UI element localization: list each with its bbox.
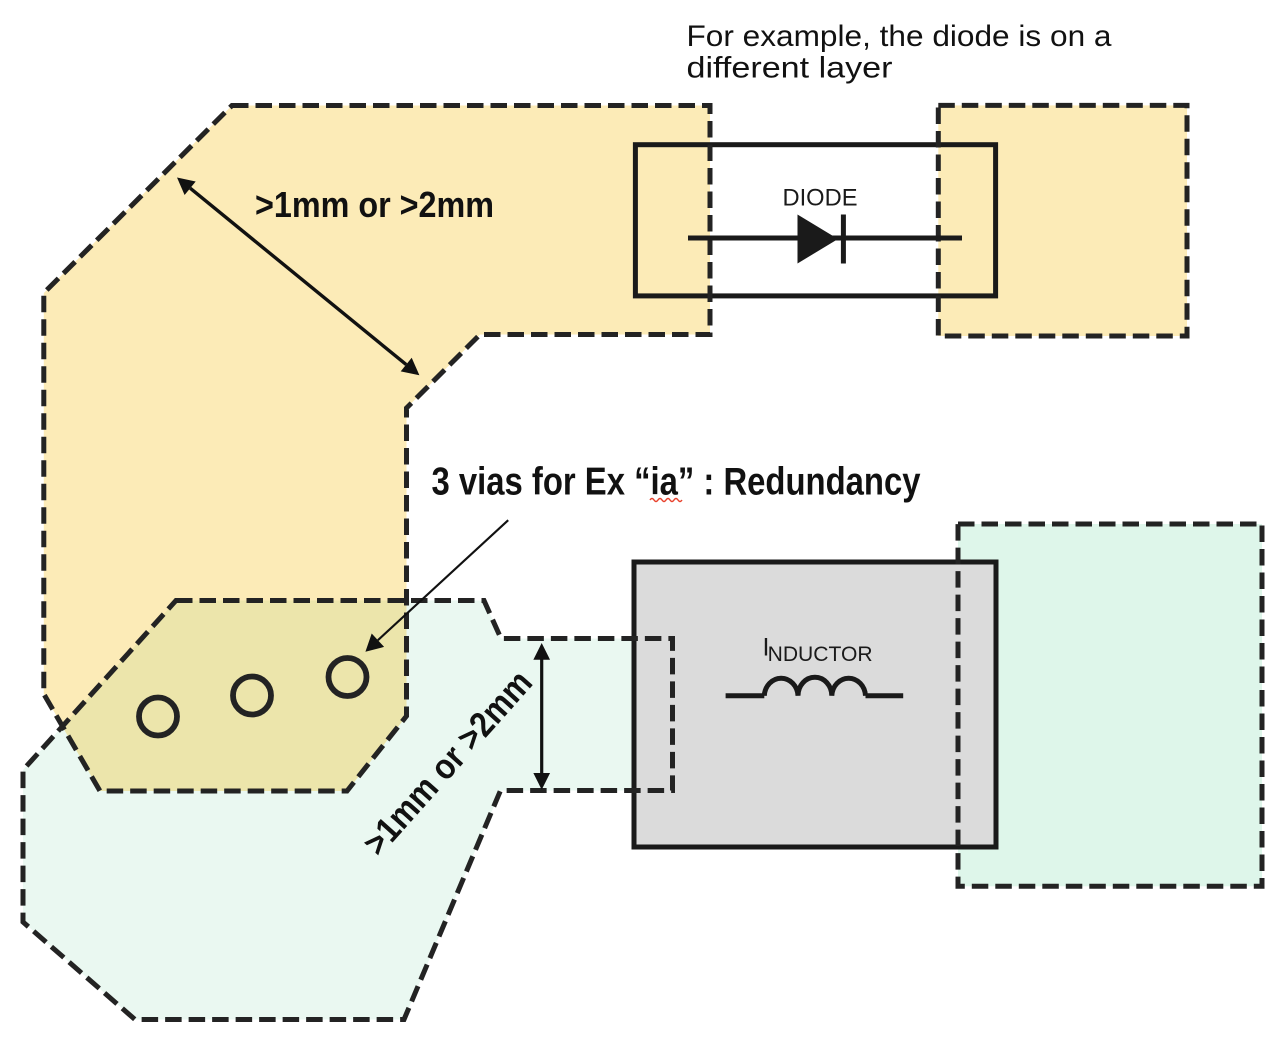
svg-text:DIODE: DIODE	[783, 185, 858, 212]
svg-text:3 vias for Ex “ia” : Redundanc: 3 vias for Ex “ia” : Redundancy	[432, 461, 921, 504]
svg-text:NDUCTOR: NDUCTOR	[768, 642, 873, 666]
svg-text:>1mm or >2mm: >1mm or >2mm	[255, 184, 494, 225]
svg-text:different layer: different layer	[687, 52, 893, 85]
svg-text:I: I	[763, 634, 770, 662]
svg-text:For example, the diode is on a: For example, the diode is on a	[687, 20, 1112, 53]
